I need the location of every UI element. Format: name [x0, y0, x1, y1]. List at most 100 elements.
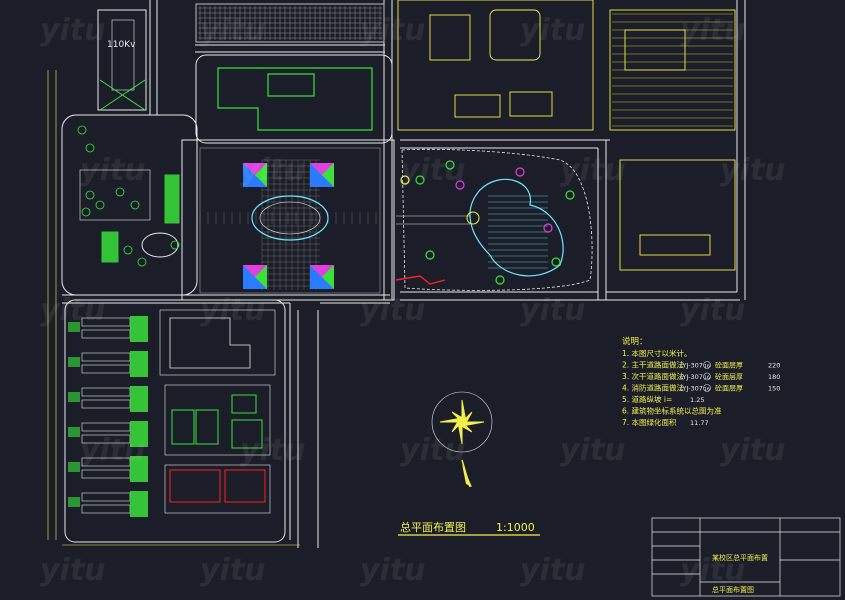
watermark-text: yitu — [360, 553, 426, 588]
title-block-project: 某校区总平面布置 — [712, 553, 768, 562]
shrub — [515, 167, 525, 177]
watermark-text: yitu — [40, 293, 106, 328]
sports-fields — [164, 384, 271, 514]
shrub — [415, 175, 425, 185]
tree — [170, 240, 180, 250]
tree — [137, 257, 147, 267]
plaza-tile — [243, 265, 267, 289]
title-block: 某校区总平面布置 总平面布置图 — [651, 517, 841, 597]
shrub — [445, 160, 455, 170]
tree — [130, 200, 140, 210]
shrub — [543, 223, 553, 233]
substation-label: 110Kv — [107, 40, 136, 50]
shrub — [400, 175, 410, 185]
tree — [77, 125, 87, 135]
shrub — [551, 257, 561, 267]
note-value: 180 — [768, 373, 780, 381]
note-item: 7. 本图绿化面积 — [622, 417, 677, 427]
drawing-title-text: 总平面布置图 — [400, 520, 466, 534]
watermark-layer: yitu yitu yitu yitu yitu yitu yitu yitu yitu yitu… — [40, 13, 786, 588]
note-tag: 16 — [704, 387, 710, 393]
green-space — [130, 316, 148, 342]
watermark-text: yitu — [200, 293, 266, 328]
shrub — [455, 180, 465, 190]
substation: 110Kv — [97, 9, 147, 111]
plaza-tile — [310, 163, 334, 187]
note-item: 1. 本图尺寸以米计。 — [622, 348, 692, 358]
watermark-text: yitu — [80, 153, 146, 188]
watermark-text: yitu — [80, 433, 146, 468]
plaza-tile — [310, 265, 334, 289]
watermark-text: yitu — [680, 553, 746, 588]
plaza-tile — [243, 163, 267, 187]
note-extra: 砼面层厚 — [715, 361, 743, 370]
tree — [85, 190, 95, 200]
green-space — [130, 421, 148, 447]
watermark-text: yitu — [520, 293, 586, 328]
note-tag: 16 — [704, 375, 710, 381]
watermark-text: yitu — [720, 153, 786, 188]
dorm-block — [81, 352, 131, 362]
watermark-text: yitu — [400, 433, 466, 468]
note-item: 2. 主干道路面做法 — [622, 360, 685, 370]
left-dimension — [47, 70, 300, 546]
tree — [115, 187, 125, 197]
watermark-text: yitu — [680, 293, 746, 328]
note-code: (YJ-307 — [680, 362, 703, 370]
tree — [95, 200, 105, 210]
green-space — [130, 386, 148, 412]
note-item: 6. 建筑物坐标系统以总图为准 — [622, 406, 722, 416]
watermark-text: yitu — [680, 13, 746, 48]
watermark-text: yitu — [520, 553, 586, 588]
watermark-text: yitu — [40, 13, 106, 48]
watermark-text: yitu — [560, 433, 626, 468]
drawing-scale: 1:1000 — [496, 521, 535, 534]
note-extra: 砼面层厚 — [715, 384, 743, 393]
watermark-text: yitu — [40, 553, 106, 588]
central-building — [217, 67, 373, 131]
road-network — [61, 0, 746, 548]
watermark-text: yitu — [200, 553, 266, 588]
dorm-block — [81, 387, 131, 397]
note-item: 3. 次干道路面做法 — [622, 371, 685, 381]
north-building — [195, 3, 385, 43]
west-campus — [77, 125, 180, 267]
dorm-block — [81, 492, 131, 502]
shrub — [495, 275, 505, 285]
tree — [85, 143, 95, 153]
watermark-text: yitu — [360, 13, 426, 48]
note-value: 1.25 — [690, 396, 704, 404]
note-item: 4. 消防道路面做法 — [622, 383, 685, 393]
note-value: 11.77 — [690, 419, 709, 427]
note-value: 220 — [768, 362, 780, 370]
compass-rose — [431, 391, 493, 488]
green-space — [130, 456, 148, 482]
drawing-title: 总平面布置图 1:1000 — [398, 520, 540, 536]
green-space — [130, 351, 148, 377]
note-code: (YJ-307 — [680, 373, 703, 381]
notes-heading: 说明： — [622, 336, 648, 347]
central-plaza — [199, 147, 381, 294]
dorm-block — [81, 422, 131, 432]
watermark-text: yitu — [560, 153, 626, 188]
watermark-text: yitu — [520, 13, 586, 48]
rose-petal — [451, 411, 466, 423]
watermark-text: yitu — [240, 153, 306, 188]
watermark-text: yitu — [200, 13, 266, 48]
title-block-sheet: 总平面布置图 — [712, 585, 754, 594]
shrub — [425, 250, 435, 260]
tree — [81, 207, 91, 217]
note-item: 5. 道路纵坡 i= — [622, 394, 672, 404]
pond-garden — [395, 148, 593, 291]
note-value: 150 — [768, 385, 780, 393]
watermark-text: yitu — [720, 433, 786, 468]
dormitory-area — [68, 309, 276, 517]
note-code: (YJ-307 — [680, 385, 703, 393]
tree — [123, 245, 133, 255]
watermark-text: yitu — [400, 153, 466, 188]
watermark-text: yitu — [240, 433, 306, 468]
northeast-complex — [397, 0, 736, 271]
note-extra: 砼面层厚 — [715, 372, 743, 381]
